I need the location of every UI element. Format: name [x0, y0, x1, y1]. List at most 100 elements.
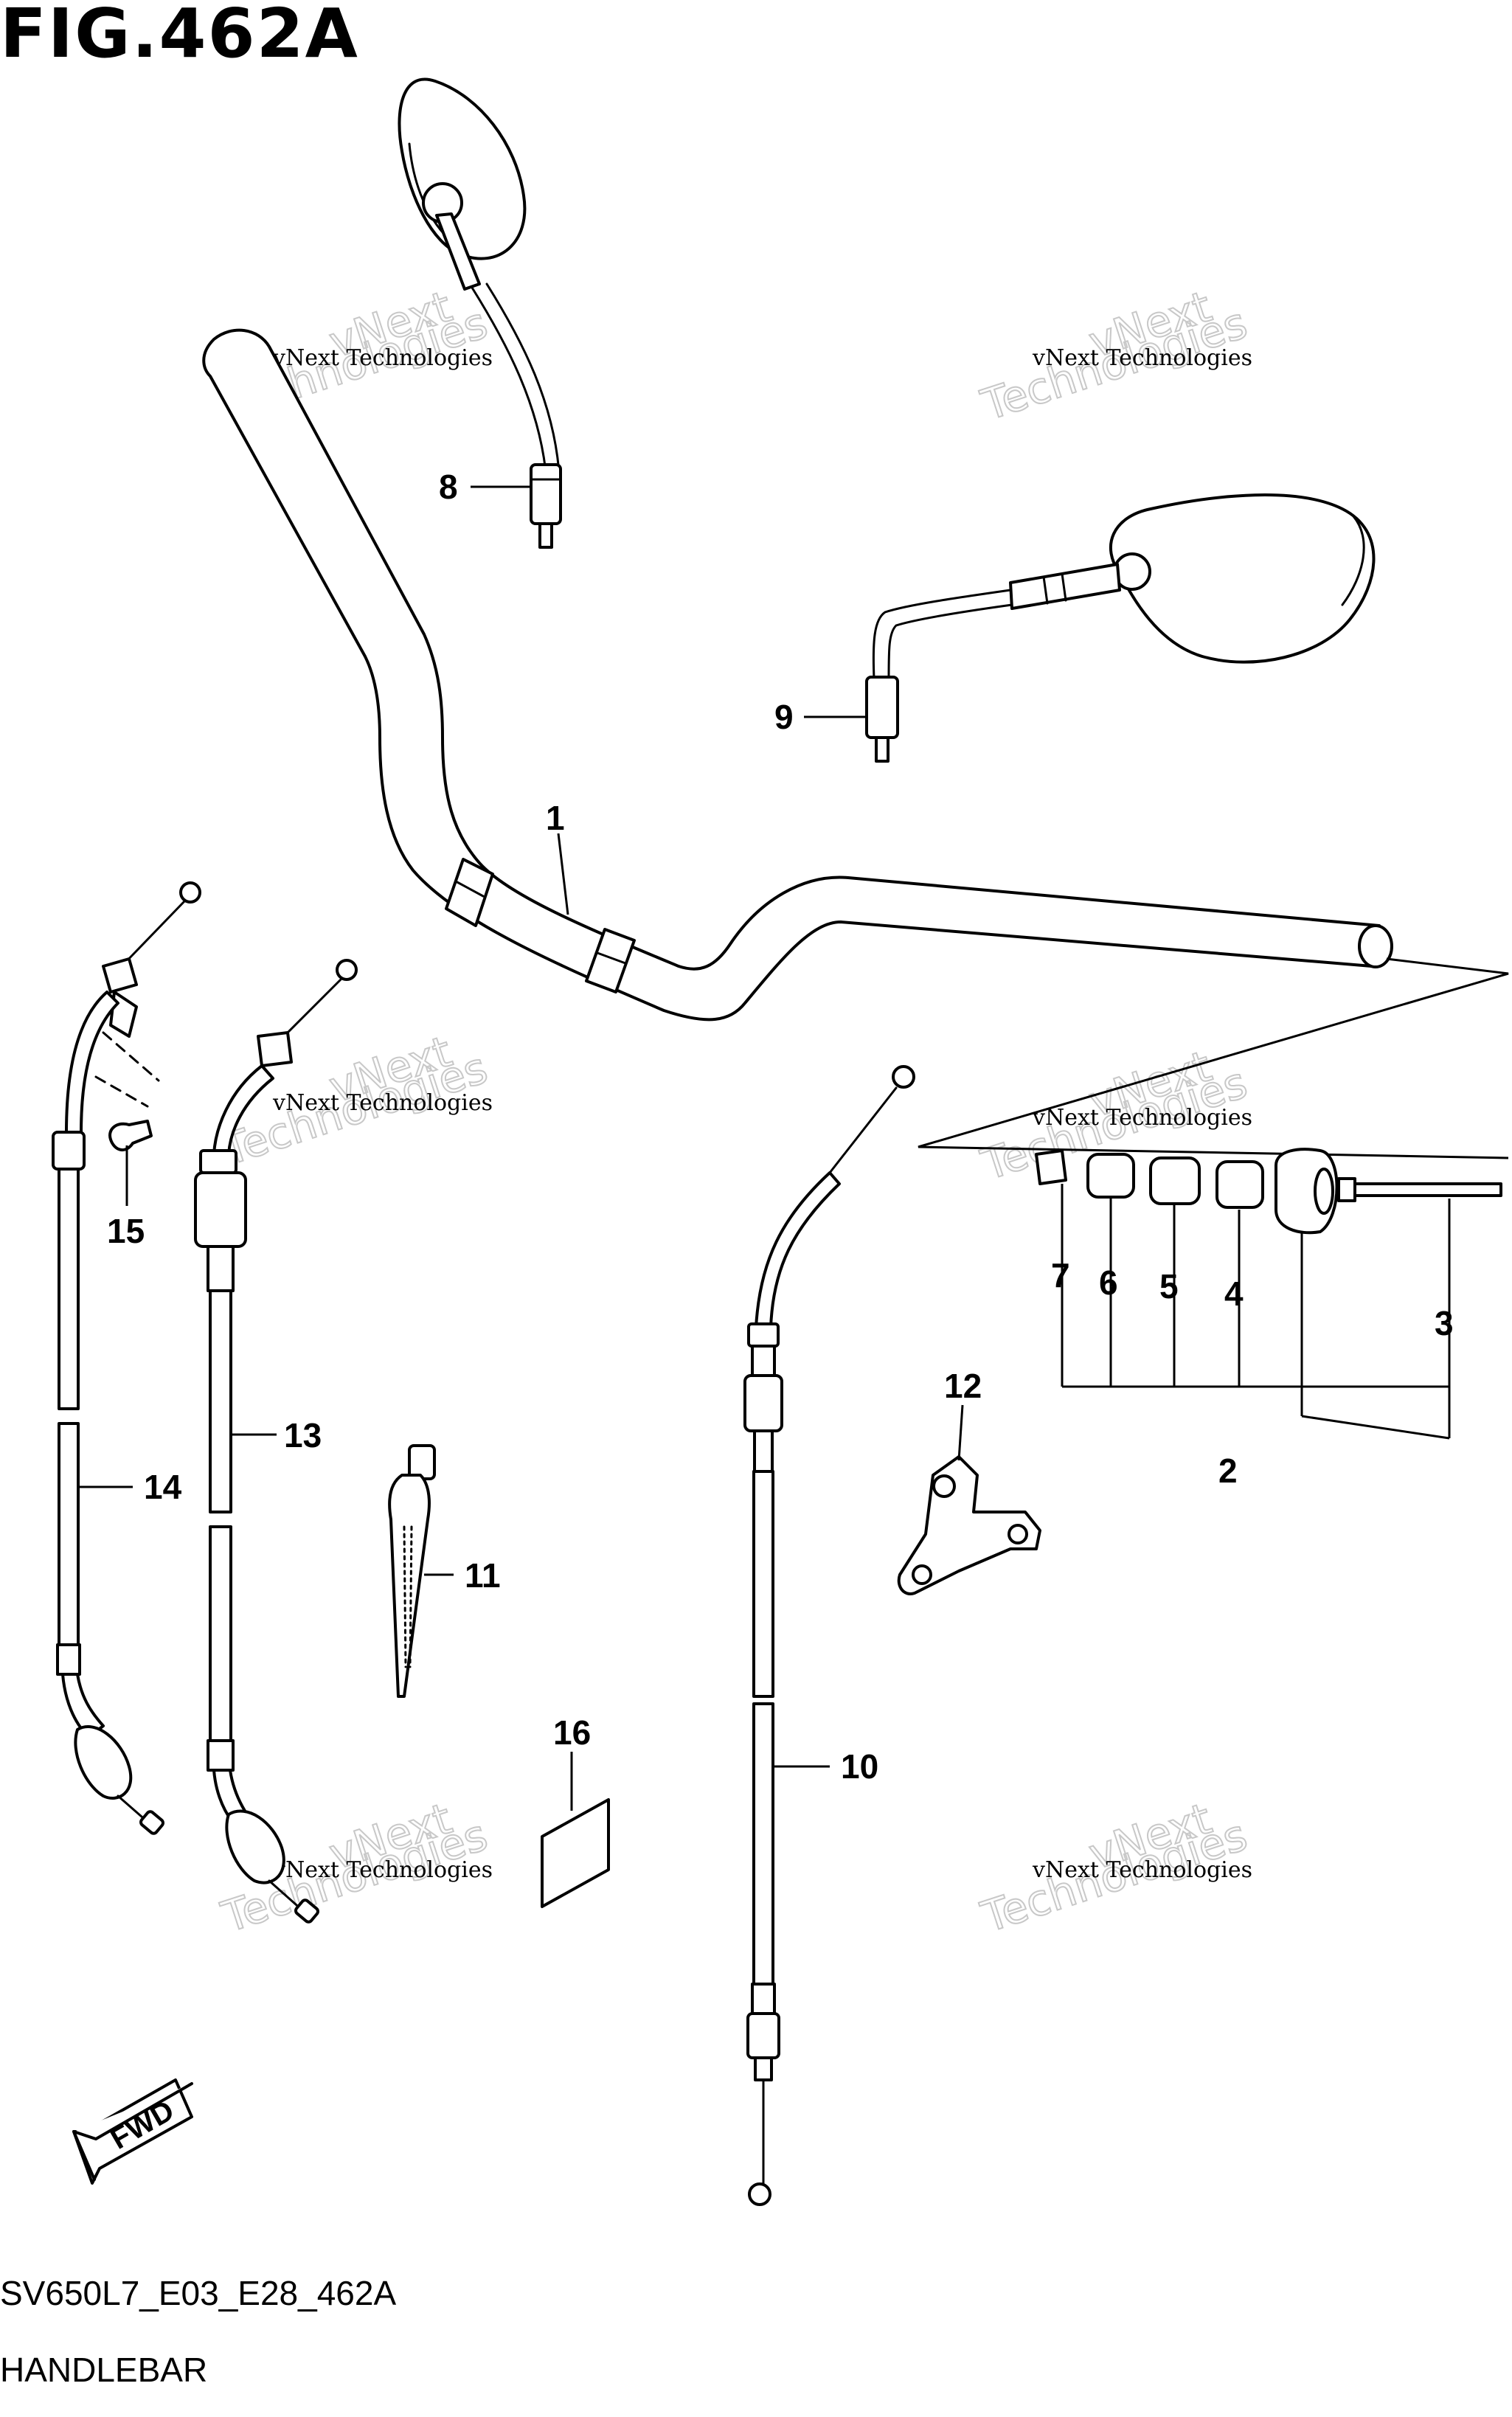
- nut-7: [1035, 1149, 1067, 1185]
- right-mirror-boot-ring2: [1061, 572, 1067, 602]
- left-mirror[interactable]: [398, 77, 562, 549]
- handlebar-knurl-left: [445, 858, 494, 927]
- explode-line: [918, 957, 1509, 1159]
- clutch-cable-wire-top: [828, 1086, 898, 1174]
- callout-5: 5: [1159, 1267, 1179, 1305]
- bracket-line-h3: [1301, 1415, 1450, 1440]
- weight-5: [1149, 1157, 1201, 1205]
- cable-bracket-hole3: [912, 1564, 932, 1585]
- watermark-small: vNext Technologies: [1032, 1105, 1252, 1131]
- cable-tie-ribs: [403, 1525, 413, 1668]
- throttle2-wire-bottom: [268, 1879, 304, 1912]
- leader-12: [957, 1404, 964, 1461]
- throttle2-nipple-bottom: [294, 1898, 319, 1924]
- callout-12: 12: [944, 1367, 982, 1405]
- clutch-cable-cap: [747, 1322, 780, 1348]
- bar-end-balancer[interactable]: [1035, 1148, 1502, 1235]
- throttle2-housing: [194, 1171, 247, 1248]
- throttle1-dash: [94, 1031, 160, 1108]
- callout-6: 6: [1099, 1263, 1118, 1302]
- throttle1-wire-top: [120, 900, 186, 968]
- throttle2-fitting: [207, 1739, 235, 1772]
- spacer-4: [1216, 1160, 1264, 1209]
- handlebar-knurl-right-line: [596, 951, 627, 965]
- clutch-cable-adjuster: [743, 1374, 783, 1432]
- clutch-cable-sleeve: [753, 1429, 774, 1473]
- callout-3: 3: [1435, 1304, 1454, 1342]
- throttle-cable-no1[interactable]: [52, 881, 201, 1835]
- callout-15: 15: [107, 1212, 145, 1250]
- watermark-6: vNext Technologies vNext Technologies: [974, 1792, 1253, 1943]
- right-mirror-edge: [1341, 515, 1365, 606]
- callout-2: 2: [1218, 1452, 1238, 1490]
- watermark-2: vNext Technologies vNext Technologies: [974, 280, 1253, 431]
- watermark-small: vNext Technologies: [272, 345, 493, 371]
- watermark-group: vNext Technologies vNext Technologies vN…: [215, 280, 1253, 1943]
- left-mirror-thread: [538, 522, 553, 549]
- clutch-cable-lower-fitting: [751, 1983, 776, 2015]
- handlebar-end: [1358, 924, 1393, 968]
- cable-bracket[interactable]: [897, 1455, 1041, 1595]
- callout-13: 13: [284, 1416, 322, 1454]
- callout-7: 7: [1051, 1256, 1070, 1294]
- cable-tie[interactable]: [388, 1444, 436, 1698]
- handlebar-knurl-left-line: [454, 880, 485, 898]
- cable-bracket-hole1: [932, 1474, 956, 1498]
- handlebar[interactable]: [202, 328, 1393, 1022]
- throttle2-clip: [257, 1031, 293, 1067]
- clutch-cable-nipple-bottom: [748, 2182, 771, 2206]
- throttle1-clip: [102, 957, 138, 993]
- callout-8: 8: [439, 468, 458, 506]
- figure-title: FIG.462A: [0, 0, 359, 73]
- clutch-cable-upper: [752, 1470, 774, 1698]
- left-mirror-boot: [435, 212, 481, 291]
- throttle1-nut: [74, 1725, 133, 1800]
- screw-15[interactable]: [108, 1120, 153, 1151]
- watermark-small: vNext Technologies: [1032, 345, 1252, 371]
- watermark-small: vNext Technologies: [272, 1090, 493, 1116]
- right-mirror[interactable]: [865, 493, 1376, 763]
- clutch-cable-lower-cap: [754, 2056, 773, 2081]
- throttle2-sleeve: [207, 1245, 235, 1292]
- leader-1: [557, 833, 569, 915]
- callout-1: 1: [546, 799, 565, 837]
- spacer-6: [1086, 1153, 1135, 1199]
- right-mirror-boot: [1009, 563, 1121, 610]
- throttle2-upper: [209, 1289, 232, 1513]
- callout-2-bracket: [1061, 1184, 1451, 1440]
- figure-name: HANDLEBAR: [0, 2351, 208, 2389]
- clutch-cable-lower-adjuster: [746, 2012, 780, 2059]
- throttle1-nipple-top: [179, 881, 201, 904]
- throttle1-lower: [58, 1422, 80, 1646]
- throttle2-cap: [199, 1149, 237, 1174]
- screw-15-body: [108, 1120, 153, 1151]
- callout-10: 10: [841, 1747, 878, 1786]
- throttle1-adjuster: [52, 1131, 86, 1171]
- bolt-3-head: [1337, 1177, 1356, 1202]
- handlebar-tube: [202, 328, 1381, 1022]
- callout-9: 9: [774, 698, 794, 736]
- callout-11: 11: [465, 1556, 501, 1595]
- throttle-cable-no2[interactable]: [194, 959, 358, 1924]
- throttle2-wire-top: [279, 978, 342, 1041]
- clutch-cable[interactable]: [743, 1065, 915, 2206]
- cable-tie-strap: [388, 1474, 431, 1698]
- handlebar-knurl-right: [585, 928, 636, 993]
- callout-numbers: 1 2 3 4 5 6 7 8 9 10 11 12 13 14 15 16: [107, 468, 1454, 1786]
- throttle1-curve: [65, 991, 119, 1134]
- watermark-small: vNext Technologies: [1032, 1857, 1252, 1883]
- right-mirror-thread: [875, 736, 889, 763]
- watermark-3: vNext Technologies vNext Technologies: [215, 1025, 493, 1176]
- right-mirror-boot-ring1: [1042, 575, 1049, 605]
- callout-leaders: [78, 485, 964, 1811]
- throttle1-fitting: [56, 1643, 81, 1676]
- clutch-cable-nipple-top: [892, 1065, 915, 1089]
- left-mirror-head: [398, 77, 527, 260]
- callout-16: 16: [553, 1713, 591, 1752]
- figure-code: SV650L7_E03_E28_462A: [0, 2274, 397, 2312]
- watermark-small: vNext Technologies: [272, 1857, 493, 1883]
- label-16-sheet: [541, 1798, 610, 1908]
- label-16[interactable]: [541, 1798, 610, 1908]
- throttle1-upper: [58, 1168, 80, 1410]
